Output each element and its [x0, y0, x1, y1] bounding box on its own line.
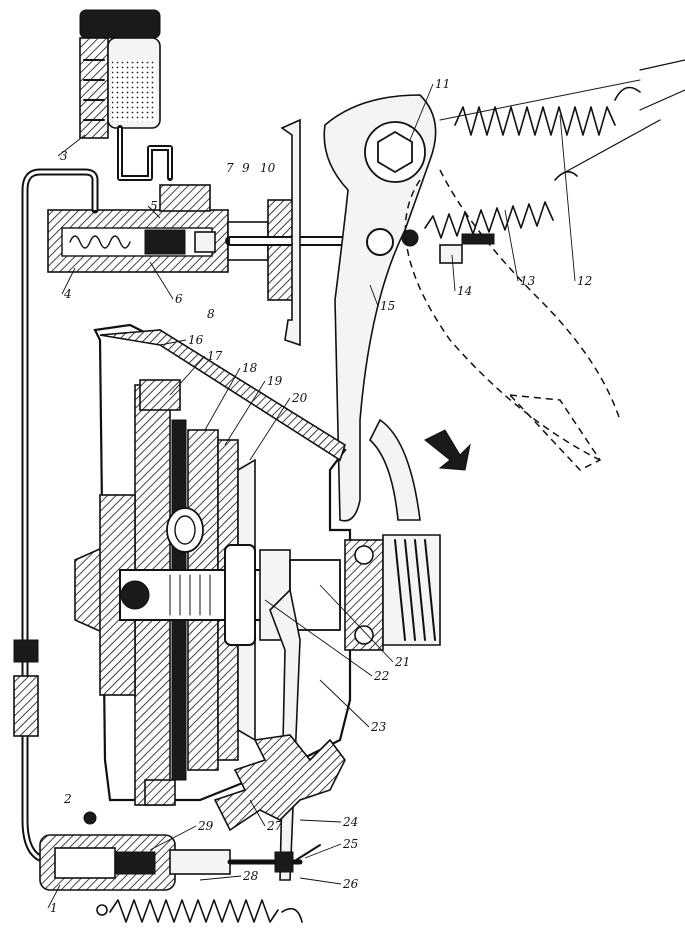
- callout-29: 29: [197, 819, 214, 833]
- callout-leader-13: [504, 209, 519, 282]
- callout-20: 20: [291, 391, 308, 405]
- callout-2: 2: [63, 792, 72, 806]
- drive-gear: [382, 534, 441, 646]
- boot: [213, 734, 346, 832]
- callout-4: 4: [63, 287, 72, 301]
- callout-12: 12: [577, 274, 592, 288]
- callout-leader-23: [319, 679, 370, 728]
- callout-leader-14: [451, 254, 456, 292]
- callout-leader-22: [264, 599, 373, 677]
- master-cylinder: [47, 184, 375, 301]
- callout-17: 17: [207, 349, 223, 363]
- callout-leader-19: [224, 380, 266, 446]
- callout-7: 7: [226, 161, 234, 175]
- callout-25: 25: [342, 837, 358, 851]
- callout-18: 18: [242, 361, 258, 375]
- callout-leader-26: [299, 877, 342, 885]
- callout-leader-6: [149, 261, 174, 300]
- callout-3: 3: [60, 149, 68, 163]
- callout-5: 5: [150, 199, 158, 213]
- callout-19: 19: [267, 374, 283, 388]
- gearbox-bearing: [344, 539, 384, 651]
- callout-leader-16: [159, 339, 187, 346]
- clutch-pedal: [323, 94, 437, 522]
- callout-leader-1: [47, 884, 61, 909]
- callout-13: 13: [520, 274, 536, 288]
- callout-leader-24: [299, 819, 342, 823]
- callout-leader-20: [249, 397, 291, 461]
- callout-8: 8: [207, 307, 215, 321]
- direction-arrow-icon: [424, 429, 471, 471]
- callout-6: 6: [175, 292, 183, 306]
- callout-leader-29: [149, 825, 197, 851]
- callout-leader-15: [369, 284, 379, 307]
- callout-11: 11: [435, 77, 450, 91]
- pedal-stop: [439, 233, 495, 264]
- callout-21: 21: [394, 655, 410, 669]
- hydraulic-pipe: [13, 168, 99, 864]
- callout-10: 10: [260, 161, 276, 175]
- pedal-dashed-position: [404, 169, 621, 471]
- fluid-reservoir: [79, 9, 173, 181]
- callout-leader-4: [61, 267, 76, 295]
- callout-leader-21: [319, 584, 394, 663]
- callout-24: 24: [342, 815, 358, 829]
- callout-leader-17: [169, 355, 206, 396]
- callout-leader-28: [199, 875, 242, 881]
- slave-cylinder: [39, 811, 321, 891]
- callout-27: 27: [266, 819, 283, 833]
- callout-leader-5: [147, 205, 161, 219]
- callout-23: 23: [370, 720, 387, 734]
- callout-28: 28: [242, 869, 259, 883]
- callout-9: 9: [242, 161, 250, 175]
- callout-1: 1: [50, 901, 58, 915]
- return-spring-lower: [424, 119, 661, 239]
- callout-16: 16: [188, 333, 204, 347]
- release-bearing: [259, 549, 341, 641]
- callout-14: 14: [457, 284, 472, 298]
- callout-15: 15: [380, 299, 395, 313]
- clutch-housing: [93, 323, 352, 802]
- callout-leader-12: [559, 114, 576, 282]
- pedal-bracket: [280, 118, 301, 347]
- callout-leader-27: [249, 799, 266, 827]
- clutch-spring-bottom: [96, 899, 303, 923]
- callout-leader-3: [57, 134, 86, 157]
- callout-22: 22: [373, 669, 389, 683]
- callout-leader-18: [204, 367, 241, 431]
- return-spring-upper: [439, 59, 685, 136]
- callout-leader-25: [304, 843, 342, 859]
- callout-leader-11: [409, 83, 434, 141]
- callout-26: 26: [342, 877, 359, 891]
